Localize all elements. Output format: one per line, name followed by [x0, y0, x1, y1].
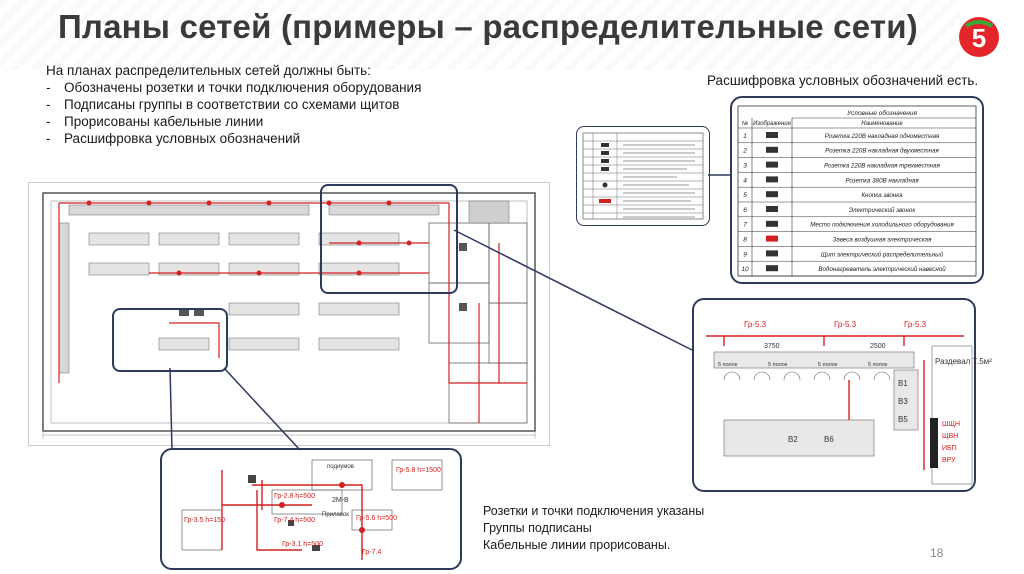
- legend-row-name: Место подключения холодильного оборудова…: [810, 222, 954, 229]
- legend-symbol-icon: [766, 220, 778, 227]
- shield-label: ШЩН: [942, 421, 960, 428]
- bottom-note-line: Кабельные линии прорисованы.: [483, 538, 671, 552]
- legend-header-num: №: [742, 120, 749, 127]
- header-watermark: [0, 0, 960, 70]
- legend-symbol-icon: [766, 235, 778, 242]
- legend-symbol-icon: [766, 176, 778, 183]
- bottom-note-line: Розетки и точки подключения указаны: [483, 504, 705, 518]
- zoom-plan-bakery-drawing: подиумов Гр-3.5 h=150 Гр-2.8 h=500 Гр-7.…: [181, 459, 443, 560]
- equipment-code: B5: [898, 415, 908, 424]
- legend-row-name: Электрический звонок: [849, 207, 917, 214]
- legend-row-name: Розетка 220В накладная двухместная: [825, 148, 939, 155]
- bottom-note-line: Группы подписаны: [483, 521, 592, 535]
- legend-row-name: Щит электрический распределительный: [821, 251, 944, 258]
- requirement-item: Прорисованы кабельные линии: [46, 113, 421, 130]
- legend-symbol-icon: [766, 265, 778, 272]
- shelf-label: 5 полок: [718, 362, 738, 368]
- legend-symbol-icon: [766, 146, 778, 153]
- requirement-item: Подписаны группы в соответствии со схема…: [46, 96, 421, 113]
- zoom-plan-refrigeration: Гр-5.3 Гр-5.3 Гр-5.3 3750 2500 5 полок 5…: [692, 298, 992, 492]
- equipment-code: B6: [824, 435, 834, 444]
- legend-row-name: Розетка 220В накладная трехместная: [824, 163, 940, 170]
- bottom-note: Розетки и точки подключения указаны Груп…: [483, 503, 704, 554]
- legend-row-name: Розетка 380В накладная: [845, 177, 919, 184]
- equipment-code: B1: [898, 379, 908, 388]
- legend-table-zoom: Условные обозначения № Изображение Наиме…: [730, 96, 984, 284]
- zoom-left-top-label: подиумов: [327, 464, 354, 470]
- room-label: Прилавок: [322, 512, 349, 518]
- shelf-label: 5 полок: [868, 362, 888, 368]
- legend-row-number: 4: [743, 177, 747, 184]
- shield-label: ВРУ: [942, 457, 956, 464]
- floor-plan-drawing: [42, 192, 536, 439]
- dimension-label: 3750: [764, 343, 780, 350]
- equipment-code: B2: [788, 435, 798, 444]
- legend-symbol-icon: [766, 132, 778, 138]
- pyaterochka-logo: 5: [959, 17, 999, 57]
- logo-text: 5: [972, 23, 986, 53]
- legend-row-number: 3: [743, 163, 747, 170]
- legend-symbol-icon: [766, 161, 778, 168]
- legend-table: Условные обозначения № Изображение Наиме…: [737, 105, 977, 277]
- legend-row-number: 10: [741, 266, 749, 273]
- requirement-item: Расшифровка условных обозначений: [46, 130, 421, 147]
- group-label: Гр-5.8 h=1500: [396, 467, 441, 474]
- legend-row-name: Розетка 220В накладная одноместная: [825, 133, 940, 140]
- shelf-label: 5 полок: [768, 362, 788, 368]
- legend-row-number: 7: [743, 222, 747, 229]
- slide-title: Планы сетей (примеры – распределительные…: [58, 8, 918, 45]
- group-label: Гр-3.1 h=500: [282, 541, 323, 548]
- legend-row-number: 2: [742, 148, 747, 155]
- legend-header-name: Наименование: [861, 121, 903, 127]
- equipment-code: B3: [898, 397, 908, 406]
- highlight-box-bakery: [112, 308, 228, 372]
- group-label: Гр-2.8 h=500: [274, 493, 315, 500]
- zoom-plan-bakery: подиумов Гр-3.5 h=150 Гр-2.8 h=500 Гр-7.…: [160, 448, 462, 570]
- legend-thumbnail: [576, 126, 710, 226]
- group-label: Гр-5.3: [834, 320, 857, 329]
- legend-symbol-icon: [766, 191, 778, 198]
- group-label: Гр-7.4 h=500: [274, 517, 315, 524]
- requirements-list: Обозначены розетки и точки подключения о…: [46, 79, 421, 147]
- requirements-block: На планах распределительных сетей должны…: [46, 62, 421, 147]
- legend-row-number: 6: [743, 207, 747, 214]
- legend-symbol-icon: [766, 250, 778, 257]
- room-label: 2М-В: [332, 497, 349, 504]
- zoom-plan-refrigeration-drawing: Гр-5.3 Гр-5.3 Гр-5.3 3750 2500 5 полок 5…: [706, 320, 992, 485]
- legend-header-image: Изображение: [753, 121, 792, 127]
- highlight-box-refrigeration: [320, 184, 458, 294]
- legend-row-name: Кнопка звонка: [861, 192, 903, 199]
- legend-row-name: Водонагреватель электрический навесной: [818, 266, 946, 273]
- legend-table-title: Условные обозначения: [846, 109, 917, 117]
- requirement-item: Обозначены розетки и точки подключения о…: [46, 79, 421, 96]
- room-label: Раздевал 7.5м²: [935, 357, 992, 366]
- legend-symbol-icon: [766, 206, 778, 212]
- shelf-label: 5 полок: [818, 362, 838, 368]
- group-label: Гр-5.6 h=500: [356, 515, 397, 522]
- legend-row-number: 8: [743, 237, 747, 244]
- page-number: 18: [930, 546, 944, 560]
- shield-label: ЩВН: [942, 433, 958, 440]
- requirements-intro: На планах распределительных сетей должны…: [46, 63, 371, 78]
- floor-plan-main: [28, 182, 550, 446]
- group-label: Гр-3.5 h=150: [184, 517, 225, 524]
- group-label: Гр-5.3: [744, 320, 767, 329]
- shield-label: ИБП: [942, 445, 957, 452]
- dimension-label: 2500: [870, 343, 886, 350]
- legend-row-number: 9: [743, 251, 747, 258]
- group-label: Гр-5.3: [904, 320, 927, 329]
- legend-thumbnail-drawing: [582, 132, 704, 220]
- legend-row-number: 5: [743, 192, 747, 199]
- legend-note: Расшифровка условных обозначений есть.: [707, 73, 979, 88]
- legend-row-name: Завеса воздушная электрическая: [833, 237, 933, 244]
- legend-row-number: 1: [743, 133, 747, 140]
- group-label: Гр-7.4: [362, 549, 381, 556]
